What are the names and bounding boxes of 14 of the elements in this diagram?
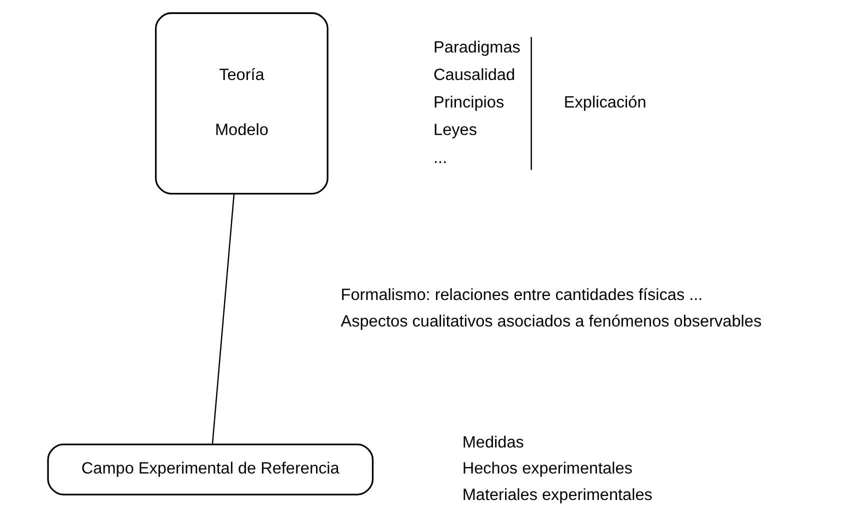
node-box: Teoría Modelo	[155, 12, 328, 194]
label: Leyes	[434, 121, 477, 140]
label: Materiales experimentales	[462, 486, 652, 504]
label: Medidas	[462, 433, 524, 452]
connector	[212, 194, 235, 444]
node-box: Campo Experimental de Referencia	[47, 444, 374, 496]
label: Principios	[434, 94, 504, 112]
label: Formalismo: relaciones entre cantidades físicas ...	[340, 286, 703, 304]
label: Hechos experimentales	[462, 460, 633, 478]
label: Causalidad	[434, 66, 516, 84]
label: Explicación	[564, 94, 646, 112]
label: Paradigmas	[434, 38, 520, 56]
label: ...	[434, 148, 448, 167]
label: Aspectos cualitativos asociados a fenómenos observables	[340, 312, 762, 330]
